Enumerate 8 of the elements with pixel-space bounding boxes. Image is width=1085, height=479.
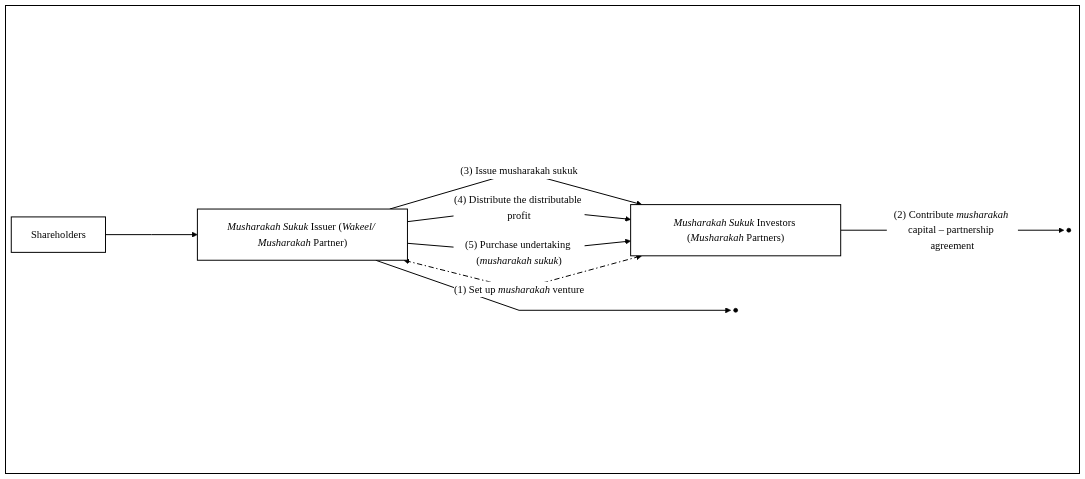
edge-label: (5) Purchase undertaking (musharakah sukuk) (464, 239, 571, 266)
edge-label: (3) Issue musharakah sukuk (460, 165, 578, 177)
node-box: Shareholders (10, 216, 106, 254)
edge-label: (2) Contribute musharakah capital – partnership agreement (893, 208, 1009, 252)
edge-label: (1) Set up musharakah venture (453, 283, 585, 295)
edge-label: (4) Distribute the distributable profit (453, 194, 582, 222)
node-box: Musharakah Sukuk Investors (Musharakah Partners) (630, 204, 842, 257)
node-box: Musharakah Sukuk Issuer (Wakeel/ Musharakah Partner) (196, 208, 408, 261)
